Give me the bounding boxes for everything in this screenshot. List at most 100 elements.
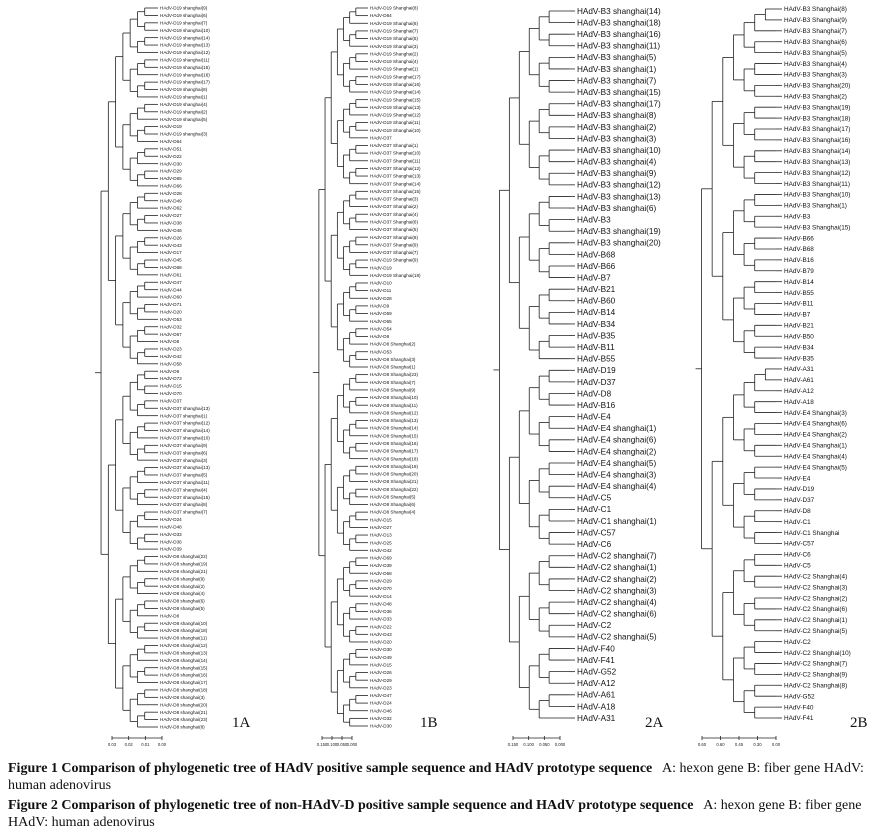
leaf-label: HAdV-B3 shanghai(9) [577,169,656,178]
scale-tick-label: 0.150 [508,742,519,747]
leaf-label: HAdV-D19 shanghai(5) [160,117,208,122]
leaf-label: HAdV-A12 [577,679,616,688]
leaf-label: HAdV-B3 shanghai(17) [577,100,661,109]
leaf-label: HAdV-D8 shanghai(3) [160,695,205,700]
leaf-label: HAdV-A61 [577,691,616,700]
leaf-label: HAdV-E4 Shanghai(3) [784,410,847,417]
leaf-label: HAdV-C6 [784,552,811,559]
leaf-label: HAdV-D58 [370,571,392,576]
leaf-label: HAdV-D37 shanghai(8) [160,502,208,507]
leaf-label: HAdV-D73 [160,376,182,381]
leaf-label: HAdV-B3 Shanghai(3) [784,72,847,79]
leaf-label: HAdV-D48 [160,524,182,529]
leaf-label: HAdV-B16 [784,257,814,264]
leaf-label: HAdV-B3 shanghai(6) [577,204,656,213]
leaf-label: HAdV-B3 shanghai(20) [577,239,661,248]
leaf-label: HAdV-D8 [370,334,390,339]
leaf-label: HAdV-C2 Shanghai(7) [784,661,847,668]
leaf-label: HAdV-B66 [577,262,616,271]
leaf-label: HAdV-D37 shanghai(14) [160,428,210,433]
leaf-label: HAdV-B3 Shanghai(1) [784,203,847,210]
leaf-label: HAdV-D19 shanghai(8) [160,87,208,92]
leaf-label: HAdV-D37 Shanghai(8) [370,235,418,240]
leaf-label: HAdV-D8 shanghai(19) [160,562,208,567]
leaf-label: HAdV-D19 shanghai(14) [160,35,210,40]
leaf-label: HAdV-D26 [160,235,182,240]
leaf-label: HAdV-D8 shanghai(14) [160,658,208,663]
leaf-label: HAdV-D19 Shanghai(18) [370,273,421,278]
leaf-label: HAdV-D19 shanghai(10) [160,28,210,33]
leaf-label: HAdV-D24 [370,701,392,706]
leaf-label: HAdV-D14 [370,594,392,599]
leaf-label: HAdV-D8 shanghai(6) [160,599,205,604]
leaf-label: HAdV-C2 shanghai(4) [577,598,657,607]
leaf-label: HAdV-C2 Shanghai(9) [784,672,847,679]
leaf-label: HAdV-D8 shanghai(21) [160,710,208,715]
leaf-label: HAdV-B3 Shanghai(18) [784,115,850,122]
panel-label-1b: 1B [420,715,438,731]
leaf-label: HAdV-D29 [160,169,182,174]
leaf-label: HAdV-E4 shanghai(5) [577,459,656,468]
leaf-label: HAdV-D37 [160,398,182,403]
leaf-label: HAdV-D65 [370,319,392,324]
leaf-label: HAdV-D54 [370,326,392,331]
leaf-label: HAdV-D19 Shanghai(2) [370,51,418,56]
leaf-label: HAdV-D27 [370,525,392,530]
leaf-label: HAdV-D19 shanghai(13) [160,43,210,48]
leaf-label: HAdV-D27 [160,213,182,218]
leaf-label: HAdV-D8 [577,389,612,398]
leaf-label: HAdV-B3 shanghai(14) [577,7,661,16]
leaf-label: HAdV-D53 [160,317,182,322]
leaf-label: HAdV-B3 Shanghai(13) [784,159,850,166]
leaf-label: HAdV-D37 Shanghai(13) [370,174,421,179]
figure1-caption-title: Figure 1 Comparison of phylogenetic tree… [8,761,653,776]
leaf-label: HAdV-B3 Shanghai(2) [784,94,847,101]
leaf-label: HAdV-F41 [577,656,615,665]
leaf-label: HAdV-D8 Shanghai(3) [370,357,416,362]
figure2-caption: Figure 2 Comparison of phylogenetic tree… [8,797,882,831]
leaf-label: HAdV-D37 shanghai(7) [160,510,208,515]
leaf-label: HAdV-D8 Shanghai(19) [370,464,418,469]
leaf-label: HAdV-C2 shanghai(7) [577,552,657,561]
leaf-label: HAdV-B3 [577,215,611,224]
leaf-label: HAdV-D46 [160,228,182,233]
leaf-label: HAdV-C6 [577,540,612,549]
leaf-label: HAdV-D69 [370,556,392,561]
leaf-label: HAdV-D71 [160,302,182,307]
leaf-label: HAdV-D36 [160,539,182,544]
leaf-label: HAdV-D32 [160,324,182,329]
leaf-label: HAdV-C2 Shanghai(10) [784,650,851,657]
leaf-label: HAdV-D36 [370,609,392,614]
leaf-label: HAdV-D19 Shanghai(1) [370,67,418,72]
leaf-label: HAdV-D47 [370,693,392,698]
leaf-label: HAdV-D37 Shanghai(2) [370,204,418,209]
figure1-caption: Figure 1 Comparison of phylogenetic tree… [8,760,882,794]
leaf-label: HAdV-B55 [784,290,814,297]
leaf-label: HAdV-C2 Shanghai(6) [784,606,847,613]
leaf-label: HAdV-E4 Shanghai(1) [784,443,847,450]
leaf-label: HAdV-D9 [160,369,180,374]
leaf-label: HAdV-D8 [160,339,180,344]
leaf-label: HAdV-D37 Shanghai(12) [370,166,421,171]
leaf-label: HAdV-C2 shanghai(3) [577,586,657,595]
leaf-label: HAdV-C2 Shanghai(5) [784,628,847,635]
leaf-label: HAdV-B7 [784,312,811,319]
leaf-label: HAdV-B14 [784,279,814,286]
leaf-label: HAdV-D29 [370,678,392,683]
leaf-label: HAdV-D17 [160,250,182,255]
leaf-label: HAdV-B3 Shanghai(11) [784,181,850,188]
leaf-label: HAdV-D37 shanghai(11) [160,480,210,485]
leaf-label: HAdV-E4 [784,475,811,482]
leaf-label: HAdV-D38 [160,221,182,226]
leaf-label: HAdV-D8 Shanghai(1) [370,365,416,370]
leaf-label: HAdV-B3 shanghai(4) [577,158,656,167]
leaf-label: HAdV-D8 Shanghai(17) [370,449,418,454]
scale-tick-label: 0.01 [141,742,150,747]
leaf-label: HAdV-B3 Shanghai(10) [784,192,850,199]
leaf-label: HAdV-D8 shanghai(2) [160,584,205,589]
scale-tick-label: 0.000 [555,742,566,747]
leaf-label: HAdV-B68 [577,250,616,259]
leaf-label: HAdV-B21 [577,285,616,294]
leaf-label: HAdV-C2 Shanghai(2) [784,595,847,602]
leaf-label: HAdV-D8 Shanghai(12) [370,410,418,415]
